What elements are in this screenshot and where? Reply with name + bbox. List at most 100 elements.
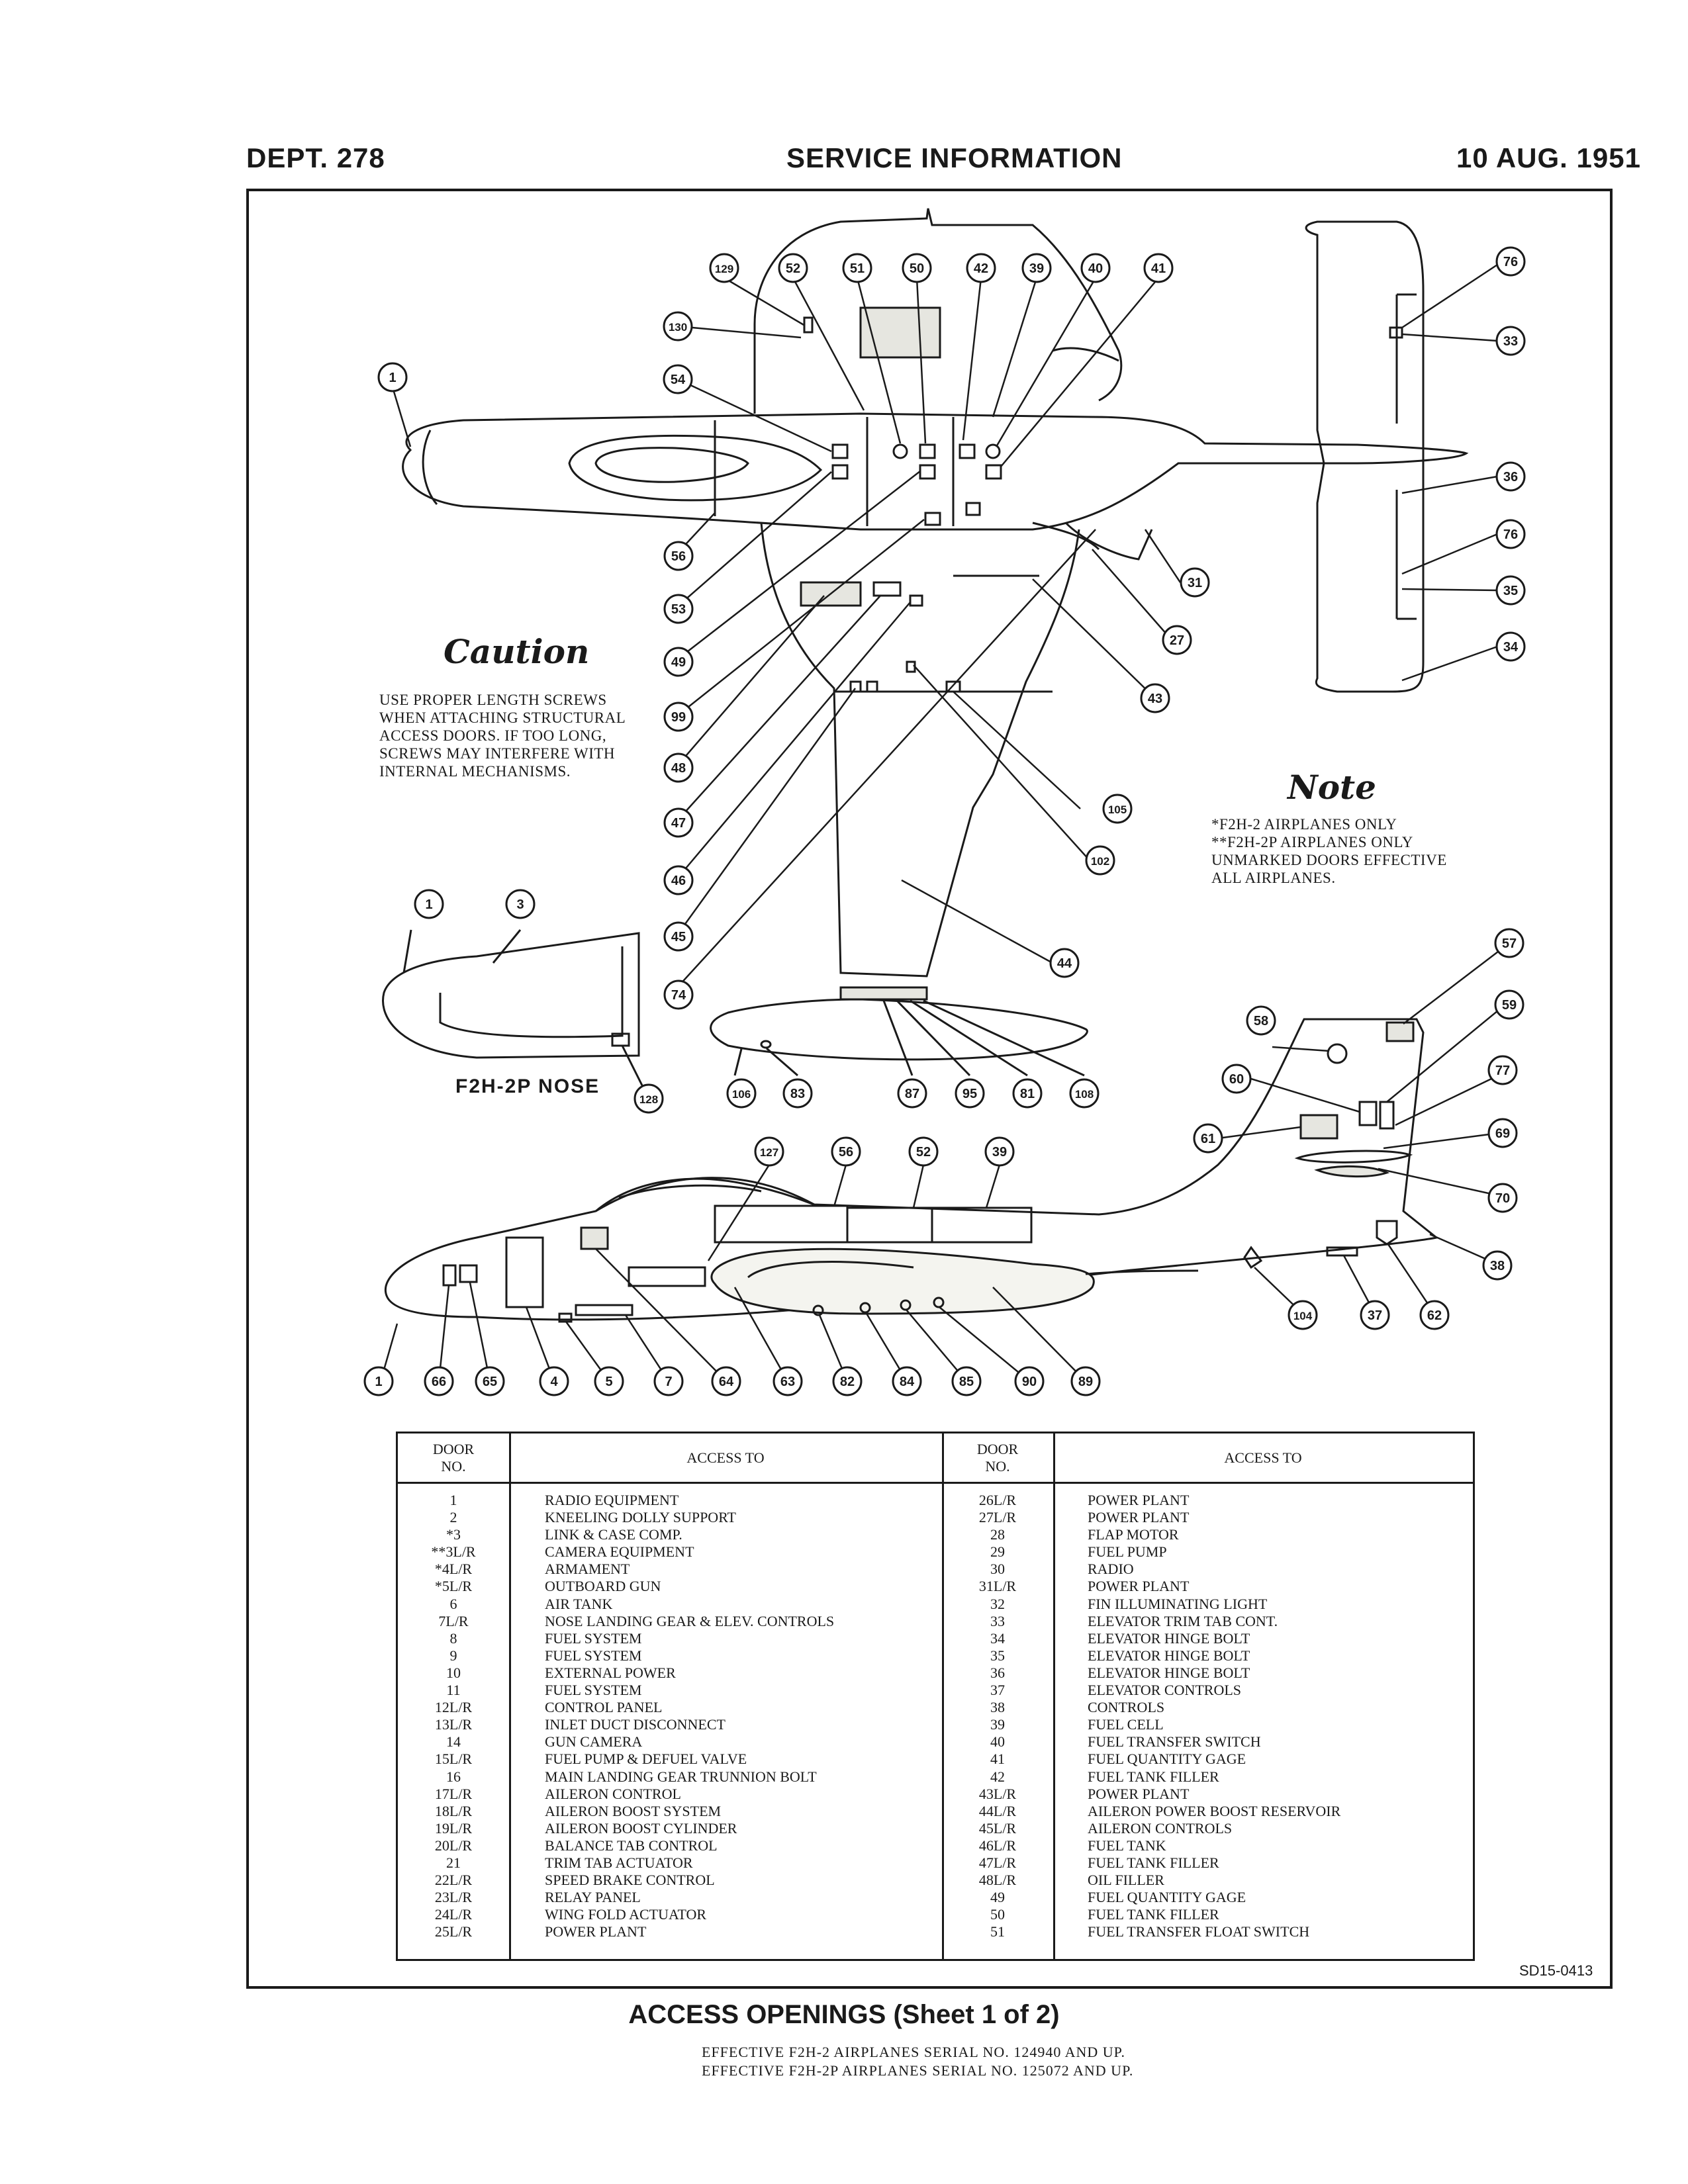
callout-number: 87	[905, 1087, 919, 1101]
callout-circle	[773, 1366, 803, 1396]
sheet-title: ACCESS OPENINGS (Sheet 1 of 2)	[628, 2000, 1060, 2029]
callout-number: 49	[671, 655, 686, 670]
callout-circle	[663, 979, 694, 1010]
callout-circle	[1246, 1005, 1276, 1036]
door-number: 38	[990, 1699, 1005, 1716]
door-number: 22L/R	[434, 1872, 473, 1889]
callout-105: 105	[1102, 794, 1133, 824]
callout-number: 104	[1293, 1310, 1313, 1322]
callout-number: 48	[671, 761, 686, 776]
callout-1: 1	[377, 362, 408, 392]
callout-number: 1	[425, 897, 432, 912]
door-number: 39	[990, 1716, 1005, 1733]
callout-62: 62	[1419, 1300, 1450, 1330]
callout-number: 1	[389, 371, 396, 385]
door-number: 14	[446, 1733, 461, 1751]
callout-circle	[1193, 1123, 1223, 1154]
table-row: 24L/R WING FOLD ACTUATOR	[398, 1906, 942, 1923]
callout-number: 43	[1148, 692, 1162, 706]
callout-circle	[1482, 1250, 1513, 1281]
callout-52: 52	[778, 253, 808, 283]
top-view-airframe	[402, 208, 1469, 978]
callout-number: 40	[1088, 261, 1103, 276]
door-number: 12L/R	[434, 1699, 473, 1716]
caution-text: USE PROPER LENGTH SCREWS WHEN ATTACHING …	[379, 692, 626, 780]
callout-number: 106	[732, 1088, 751, 1101]
access-to: CONTROLS	[1088, 1699, 1165, 1716]
door-number: 35	[990, 1647, 1005, 1664]
callout-59: 59	[1494, 989, 1524, 1020]
callout-circle	[832, 1366, 863, 1396]
callout-number: 130	[669, 321, 687, 334]
door-number: 36	[990, 1664, 1005, 1681]
callout-circle	[726, 1078, 757, 1109]
callout-number: 89	[1078, 1375, 1093, 1389]
access-to: WING FOLD ACTUATOR	[545, 1906, 707, 1923]
callout-number: 62	[1427, 1308, 1442, 1323]
document-number: SD15-0413	[1519, 1962, 1593, 1979]
callout-circle	[1085, 845, 1115, 876]
callout-circle	[1102, 794, 1133, 824]
callout-number: 39	[992, 1145, 1007, 1160]
callout-circle	[1495, 326, 1526, 356]
callout-circle	[505, 889, 536, 919]
table-divider	[1053, 1433, 1055, 1959]
access-to: FUEL TANK FILLER	[1088, 1768, 1219, 1785]
callout-number: 85	[959, 1375, 974, 1389]
access-to: RELAY PANEL	[545, 1889, 641, 1906]
callout-57: 57	[1494, 928, 1524, 958]
callout-56: 56	[663, 541, 694, 571]
callout-circle	[951, 1366, 982, 1396]
callout-circle	[663, 752, 694, 783]
callout-number: 66	[432, 1375, 446, 1389]
callout-number: 5	[605, 1375, 612, 1389]
callout-7: 7	[653, 1366, 684, 1396]
callout-64: 64	[711, 1366, 741, 1396]
callout-circle	[1487, 1055, 1518, 1085]
callout-45: 45	[663, 921, 694, 952]
callout-circle	[897, 1078, 927, 1109]
callout-circle	[709, 253, 739, 283]
callout-circle	[414, 889, 444, 919]
access-to: TRIM TAB ACTUATOR	[545, 1854, 693, 1871]
callout-number: 37	[1368, 1308, 1382, 1323]
access-to: AILERON BOOST CYLINDER	[545, 1819, 737, 1837]
callout-31: 31	[1180, 567, 1210, 598]
access-to: POWER PLANT	[1088, 1578, 1190, 1595]
callout-circle	[1049, 948, 1080, 978]
access-to: ELEVATOR HINGE BOLT	[1088, 1629, 1250, 1647]
callout-128: 128	[633, 1083, 664, 1114]
callout-number: 58	[1254, 1014, 1268, 1028]
door-number: 47L/R	[978, 1854, 1017, 1871]
col-door-no-right: DOOR NO.	[942, 1433, 1053, 1484]
door-number: 46L/R	[978, 1837, 1017, 1854]
nose-caption: F2H-2P NOSE	[455, 1075, 600, 1097]
callout-circle	[782, 1078, 813, 1109]
access-to: AILERON BOOST SYSTEM	[545, 1802, 722, 1819]
access-to: FLAP MOTOR	[1088, 1526, 1179, 1543]
callout-129: 129	[709, 253, 739, 283]
callout-circle	[663, 702, 694, 732]
callout-circle	[908, 1136, 939, 1167]
callout-65: 65	[475, 1366, 505, 1396]
access-to: AILERON CONTROLS	[1088, 1819, 1233, 1837]
callout-number: 33	[1503, 334, 1518, 349]
callout-number: 38	[1490, 1259, 1505, 1273]
callout-4: 4	[539, 1366, 569, 1396]
door-number: 24L/R	[434, 1906, 473, 1923]
callout-circle	[1494, 928, 1524, 958]
date-label: 10 AUG. 1951	[1456, 142, 1641, 173]
callout-44: 44	[1049, 948, 1080, 978]
access-to: AIR TANK	[545, 1595, 613, 1612]
callout-35: 35	[1495, 575, 1526, 606]
door-number: 27L/R	[978, 1509, 1017, 1526]
